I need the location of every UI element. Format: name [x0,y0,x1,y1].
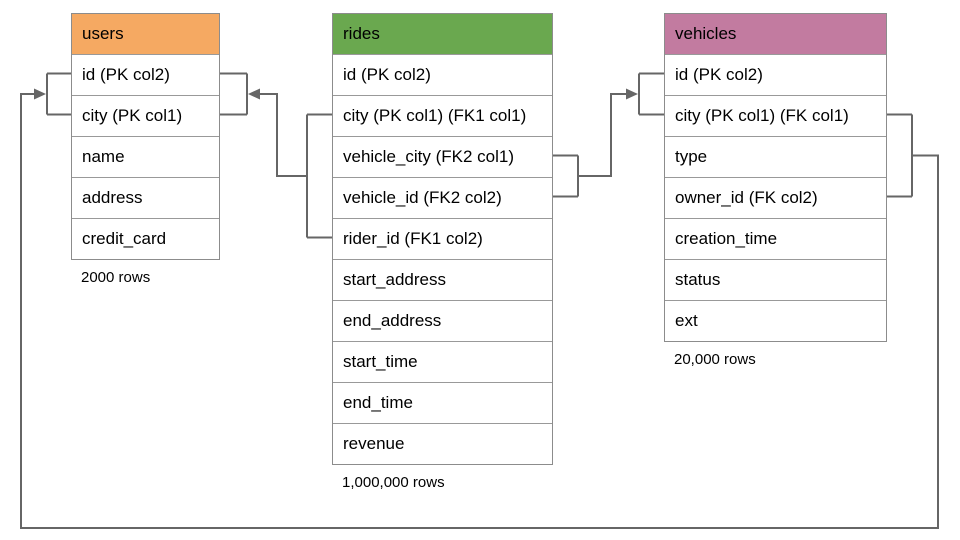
connector-line [20,93,939,529]
rides-column-start-time: start_time [333,341,552,382]
vehicles-column-ext: ext [665,300,886,341]
arrowhead-left-icon [248,88,260,100]
rides-column-start-address: start_address [333,259,552,300]
arrowhead-right-icon [626,88,638,100]
connector-rides-to-vehicles [553,72,664,198]
vehicles-left-bracket [638,72,664,116]
vehicles-column-owner-id: owner_id (FK col2) [665,177,886,218]
table-users: users id (PK col2) city (PK col1) name a… [71,13,220,286]
rides-left-bracket [306,113,332,239]
users-column-name: name [72,136,219,177]
rides-right-bracket [553,154,579,198]
table-vehicles-box: vehicles id (PK col2) city (PK col1) (FK… [664,13,887,342]
table-rides: rides id (PK col2) city (PK col1) (FK1 c… [332,13,553,491]
rides-column-rider-id: rider_id (FK1 col2) [333,218,552,259]
vehicles-column-city: city (PK col1) (FK col1) [665,95,886,136]
rides-column-city: city (PK col1) (FK1 col1) [333,95,552,136]
table-rides-header: rides [333,14,552,54]
users-right-bracket [219,72,248,116]
vehicles-right-bracket [887,113,913,198]
vehicles-row-count: 20,000 rows [674,351,756,368]
rides-column-id: id (PK col2) [333,54,552,95]
table-vehicles-header: vehicles [665,14,886,54]
users-column-credit-card: credit_card [72,218,219,259]
connector-line [259,93,307,177]
rides-column-end-address: end_address [333,300,552,341]
table-vehicles: vehicles id (PK col2) city (PK col1) (FK… [664,13,887,368]
vehicles-column-type: type [665,136,886,177]
table-users-header: users [72,14,219,54]
rides-row-count: 1,000,000 rows [342,474,445,491]
vehicles-column-id: id (PK col2) [665,54,886,95]
rides-column-vehicle-city: vehicle_city (FK2 col1) [333,136,552,177]
vehicles-column-status: status [665,259,886,300]
users-column-id: id (PK col2) [72,54,219,95]
rides-column-vehicle-id: vehicle_id (FK2 col2) [333,177,552,218]
rides-column-end-time: end_time [333,382,552,423]
connector-vehicles-to-users [20,72,939,529]
vehicles-column-creation-time: creation_time [665,218,886,259]
users-column-address: address [72,177,219,218]
users-row-count: 2000 rows [81,269,151,286]
table-users-box: users id (PK col2) city (PK col1) name a… [71,13,220,260]
users-left-bracket [46,72,71,116]
connector-rides-to-users [219,72,332,239]
arrowhead-right-icon [34,88,46,100]
connector-line [578,93,627,177]
rides-column-revenue: revenue [333,423,552,464]
table-rides-box: rides id (PK col2) city (PK col1) (FK1 c… [332,13,553,465]
users-column-city: city (PK col1) [72,95,219,136]
